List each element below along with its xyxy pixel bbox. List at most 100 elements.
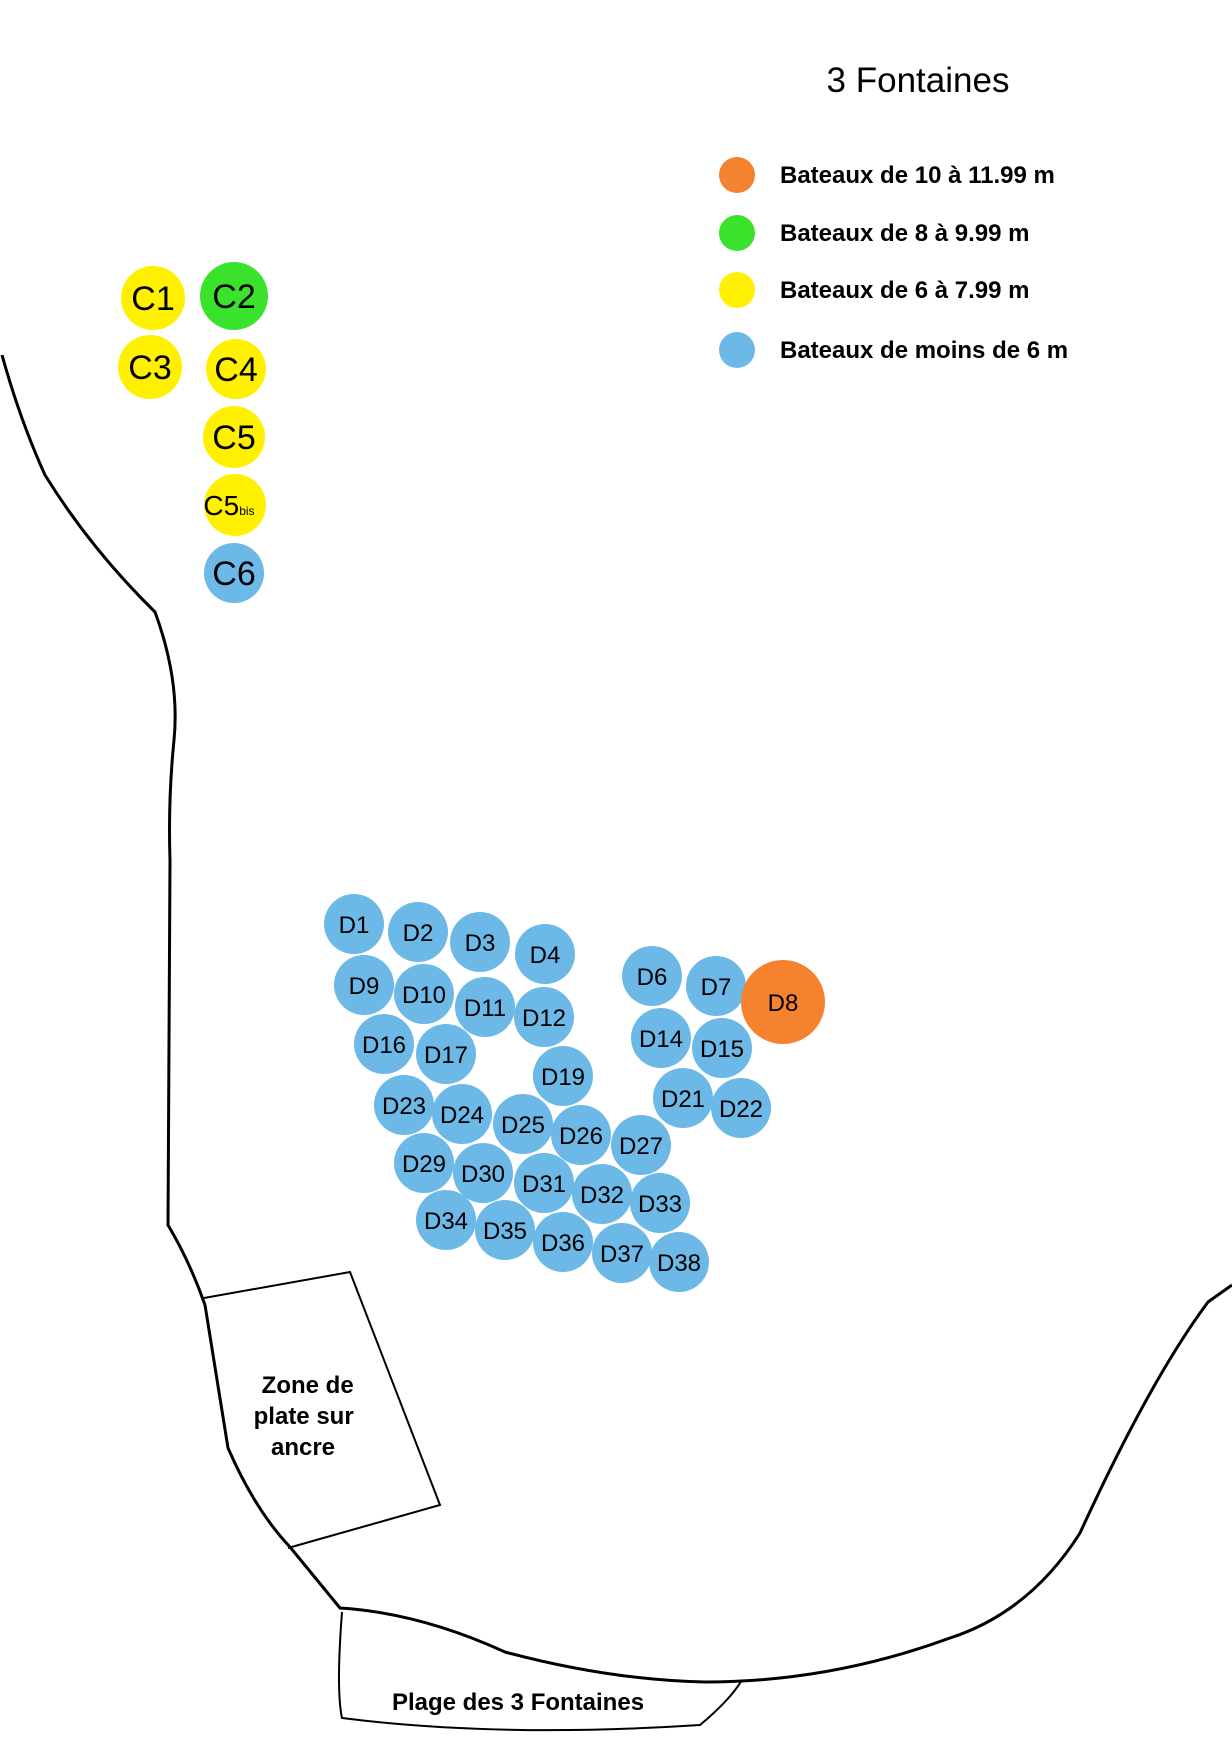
mooring-buoy[interactable]: D34 [416,1190,476,1250]
mooring-buoy[interactable]: D38 [649,1232,709,1292]
mooring-circle [450,912,510,972]
mooring-buoy[interactable]: D35 [475,1200,535,1260]
mooring-circle [204,474,266,536]
legend-label: Bateaux de 6 à 7.99 m [780,277,1029,304]
legend-item: Bateaux de 10 à 11.99 m [719,157,1055,193]
mooring-buoy[interactable]: D25 [493,1094,553,1154]
beach-label: Plage des 3 Fontaines [392,1689,644,1716]
mooring-buoy[interactable]: D37 [592,1223,652,1283]
mooring-label: D19 [541,1064,585,1091]
mooring-buoy[interactable]: C5bis [203,474,266,536]
mooring-buoy[interactable]: D16 [354,1014,414,1074]
mooring-label: D21 [661,1086,705,1113]
mooring-circle [203,406,265,468]
mooring-label: D32 [580,1182,624,1209]
mooring-circle [455,977,515,1037]
mooring-buoy[interactable]: C2 [200,262,268,330]
mooring-buoy[interactable]: D26 [551,1105,611,1165]
mooring-label: D35 [483,1218,527,1245]
mooring-label: D9 [349,973,380,1000]
coastline [0,354,1232,1684]
mooring-buoy[interactable]: D29 [394,1133,454,1193]
mooring-buoy[interactable]: D33 [630,1173,690,1233]
mooring-buoy[interactable]: D32 [572,1164,632,1224]
mooring-circle [515,924,575,984]
mooring-label: C1 [131,280,174,318]
mooring-buoy[interactable]: D22 [711,1078,771,1138]
mooring-circle [572,1164,632,1224]
mooring-label: D37 [600,1241,644,1268]
mooring-buoy[interactable]: D6 [622,946,682,1006]
mooring-circle [354,1014,414,1074]
mooring-label: D14 [639,1026,683,1053]
mooring-label: D4 [530,942,561,969]
mooring-label: D30 [461,1161,505,1188]
mooring-circle [200,262,268,330]
mooring-buoy[interactable]: D24 [432,1084,492,1144]
mooring-label: D33 [638,1191,682,1218]
mooring-buoy[interactable]: C6 [204,543,264,603]
mooring-buoy[interactable]: C4 [206,339,266,399]
mooring-label: D31 [522,1171,566,1198]
mooring-label: C3 [128,349,171,387]
mooring-buoy[interactable]: D17 [416,1024,476,1084]
mooring-circle [514,1153,574,1213]
mooring-buoy[interactable]: D10 [394,964,454,1024]
mooring-buoy[interactable]: D14 [631,1008,691,1068]
mooring-label: D27 [619,1133,663,1160]
mooring-buoy[interactable]: D19 [533,1046,593,1106]
mooring-label: C6 [212,555,255,593]
mooring-buoy[interactable]: D9 [334,955,394,1015]
mooring-buoy[interactable]: D12 [514,987,574,1047]
mooring-circle [204,543,264,603]
beach-outline [338,1611,743,1732]
mooring-circle [432,1084,492,1144]
mooring-circle [388,902,448,962]
mooring-buoy[interactable]: D23 [374,1075,434,1135]
mooring-label: D17 [424,1042,468,1069]
mooring-buoy[interactable]: D1 [324,894,384,954]
mooring-circle [686,956,746,1016]
mooring-circle [118,335,182,399]
mooring-buoy[interactable]: D4 [515,924,575,984]
map-title: 3 Fontaines [827,61,1010,100]
mooring-buoy[interactable]: D8 [741,960,825,1044]
mooring-buoy[interactable]: D7 [686,956,746,1016]
mooring-label: D8 [768,990,799,1017]
mooring-circle [692,1018,752,1078]
mooring-circle [533,1212,593,1272]
mooring-buoy[interactable]: D31 [514,1153,574,1213]
legend-swatch [719,215,755,251]
mooring-buoy[interactable]: D30 [453,1143,513,1203]
mooring-buoy[interactable]: D2 [388,902,448,962]
mooring-label: D1 [339,912,370,939]
legend-label: Bateaux de moins de 6 m [780,337,1068,364]
mooring-label: D26 [559,1123,603,1150]
mooring-buoy[interactable]: D27 [611,1115,671,1175]
legend-swatch [719,332,755,368]
mooring-label: C5bis [203,490,254,521]
mooring-circle [416,1024,476,1084]
mooring-label: D7 [701,974,732,1001]
mooring-buoy[interactable]: C1 [121,266,185,330]
mooring-label: D36 [541,1230,585,1257]
mooring-buoy[interactable]: D11 [455,977,515,1037]
mooring-buoy[interactable]: D36 [533,1212,593,1272]
mooring-buoy[interactable]: C5 [203,406,265,468]
mooring-label: D23 [382,1093,426,1120]
mooring-buoy[interactable]: D15 [692,1018,752,1078]
mooring-circle [394,1133,454,1193]
mooring-label: D2 [403,920,434,947]
mooring-label: D12 [522,1005,566,1032]
mooring-label: D38 [657,1250,701,1277]
mooring-label: C4 [214,351,257,389]
mooring-buoy[interactable]: D21 [653,1068,713,1128]
mooring-buoy[interactable]: D3 [450,912,510,972]
legend-item: Bateaux de 6 à 7.99 m [719,272,1029,308]
mooring-buoy[interactable]: C3 [118,335,182,399]
anchor-zone-label: Zone de plate sur ancre [254,1372,361,1461]
anchor-zone-label-line-1: Zone de [262,1372,354,1399]
mooring-label: D16 [362,1032,406,1059]
